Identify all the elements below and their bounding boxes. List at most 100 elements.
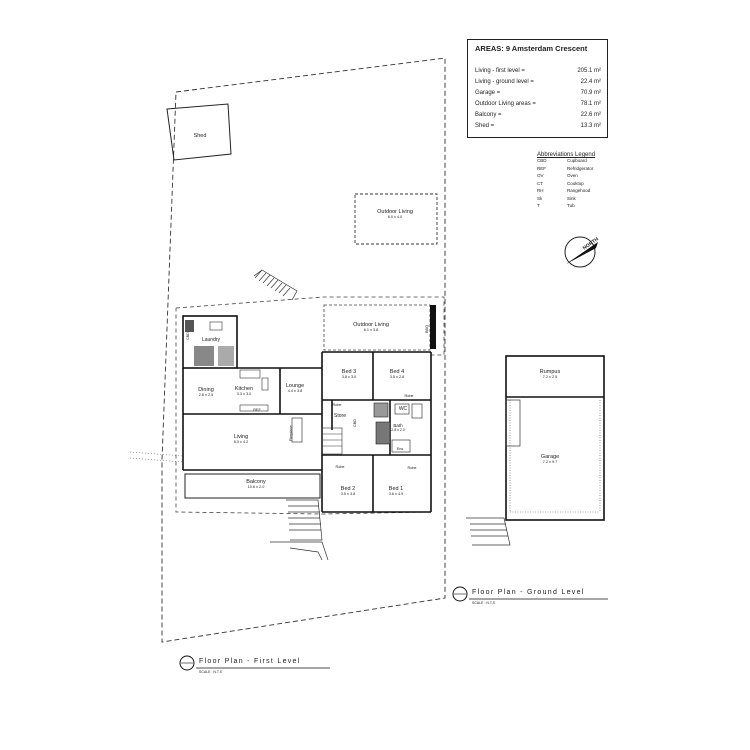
ground-level-title: Floor Plan - Ground Level xyxy=(472,589,585,596)
fireplace-label: Fireplace xyxy=(289,425,293,441)
legend-meaning: Rangehood xyxy=(567,188,591,193)
bathroom-fixtures xyxy=(291,402,423,453)
site-path-lines xyxy=(129,451,184,463)
areas-row-label: Balcony = xyxy=(475,112,502,118)
ground-level-stairs xyxy=(466,399,521,546)
legend-abbr: RH xyxy=(537,188,544,193)
first-level-title: Floor Plan - First Level xyxy=(199,658,301,665)
stairs-top xyxy=(253,269,298,301)
areas-row-value: 22.4 m² xyxy=(580,79,601,85)
ens-label: Ens xyxy=(396,447,404,451)
room-name: Kitchen xyxy=(234,386,254,392)
areas-row-label: Outdoor Living areas = xyxy=(475,101,536,107)
legend-meaning: Tub xyxy=(567,203,575,208)
legend-row: CT Cooktop xyxy=(537,181,627,189)
shed-label: Shed xyxy=(193,133,207,139)
first-level-scale: SCALE : N.T.S xyxy=(199,670,222,674)
robe-label: Robe xyxy=(332,403,342,407)
legend-row: RH Rangehood xyxy=(537,188,627,196)
room-dining: Dining 2.6 x 2.5 xyxy=(198,387,214,398)
legend-meaning: Refridgerator xyxy=(567,165,594,171)
room-bed1: Bed 1 3.6 x 4.9 xyxy=(389,486,404,497)
room-name: Outdoor Living xyxy=(377,209,413,215)
kitchen-fixtures xyxy=(239,369,269,412)
room-bed4: Bed 4 3.5 x 2.8 xyxy=(390,369,405,380)
robe-label: Robe xyxy=(404,394,414,398)
areas-row: Shed = 13.3 m² xyxy=(475,123,601,129)
room-dims: 4.4 x 3.8 xyxy=(287,389,303,394)
areas-row: Balcony = 22.6 m² xyxy=(475,112,601,118)
room-outdoor-living-top: Outdoor Living 6.0 x 4.0 xyxy=(377,209,413,220)
room-dims: 3.3 x 3.0 xyxy=(236,392,252,397)
room-garage: Garage 7.2 x 9.7 xyxy=(541,454,559,465)
areas-row-value: 70.9 m² xyxy=(580,90,601,96)
bbq-block xyxy=(430,305,436,349)
room-living: Living 5.3 x 4.2 xyxy=(234,434,249,445)
legend-meaning: Cooktop xyxy=(567,180,584,186)
room-dims: 3.8 x 3.0 xyxy=(341,375,357,380)
room-laundry: Laundry xyxy=(201,337,221,343)
room-dims: 3.5 x 2.8 xyxy=(389,375,405,380)
areas-row: Outdoor Living areas = 78.1 m² xyxy=(475,101,601,107)
cbd-label: CBD xyxy=(353,418,357,427)
areas-table: AREAS: 9 Amsterdam Crescent Living - fir… xyxy=(467,39,608,138)
ground-level-walls xyxy=(505,355,605,521)
ref-label: REF xyxy=(253,408,261,412)
legend-abbr: REF xyxy=(537,165,546,171)
front-stairs xyxy=(270,499,329,561)
robe-label: Robe xyxy=(335,465,345,469)
outdoor-living-top-outline xyxy=(354,193,438,245)
areas-row-label: Living - ground level = xyxy=(475,79,534,85)
legend-row: REF Refridgerator xyxy=(537,166,627,174)
bbq-label: BBQ xyxy=(425,324,429,333)
store-label: Store xyxy=(334,413,346,419)
north-arrow-icon xyxy=(564,236,598,268)
room-dims: 5.3 x 4.2 xyxy=(233,440,249,445)
room-name: Dining xyxy=(198,387,214,393)
legend-abbr: CT xyxy=(537,180,543,186)
robe-label: Robe xyxy=(407,466,417,470)
room-bed3: Bed 3 3.8 x 3.0 xyxy=(342,369,357,380)
room-name: Outdoor Living xyxy=(353,322,389,328)
room-name: Bed 2 xyxy=(340,486,356,492)
room-name: Garage xyxy=(540,454,560,460)
cbd-label: CBD xyxy=(186,331,190,340)
room-dims: 6.0 x 4.0 xyxy=(387,215,403,220)
room-dims: 6.1 x 3.8 xyxy=(363,328,379,333)
areas-row: Garage = 70.9 m² xyxy=(475,90,601,96)
areas-row-label: Shed = xyxy=(475,123,495,129)
areas-row: Living - first level = 205.1 m² xyxy=(475,68,601,74)
first-level-title-marker xyxy=(179,655,195,671)
balcony-outline xyxy=(184,473,321,499)
legend-abbr: Sk xyxy=(537,195,543,201)
room-name: Bed 3 xyxy=(341,369,357,375)
room-name: Lounge xyxy=(285,383,305,389)
room-lounge: Lounge 4.4 x 3.8 xyxy=(286,383,304,394)
ground-level-title-marker xyxy=(452,586,468,602)
room-dims: 7.2 x 2.5 xyxy=(542,375,558,380)
ground-level-scale: SCALE : N.T.S xyxy=(472,601,495,605)
room-bed2: Bed 2 3.5 x 3.8 xyxy=(341,486,356,497)
internal-stairs xyxy=(321,427,343,455)
room-name: Bed 4 xyxy=(389,369,405,375)
outdoor-living-first-outline xyxy=(323,304,431,351)
room-dims: 3.5 x 3.8 xyxy=(340,492,356,497)
legend-title: Abbreviations Legend xyxy=(537,152,596,158)
wc-label: WC xyxy=(398,406,408,412)
areas-row-value: 205.1 m² xyxy=(577,68,601,74)
room-name: Bed 1 xyxy=(388,486,404,492)
areas-row-value: 13.3 m² xyxy=(580,123,601,129)
room-name: Bath xyxy=(393,423,403,428)
room-dims: 2.8 x 2.0 xyxy=(391,428,405,433)
first-level-walls xyxy=(182,315,432,513)
areas-row-value: 78.1 m² xyxy=(580,101,601,107)
site-boundary xyxy=(161,57,446,643)
areas-row-value: 22.6 m² xyxy=(580,112,601,118)
room-dims: 10.6 x 2.0 xyxy=(247,485,265,490)
